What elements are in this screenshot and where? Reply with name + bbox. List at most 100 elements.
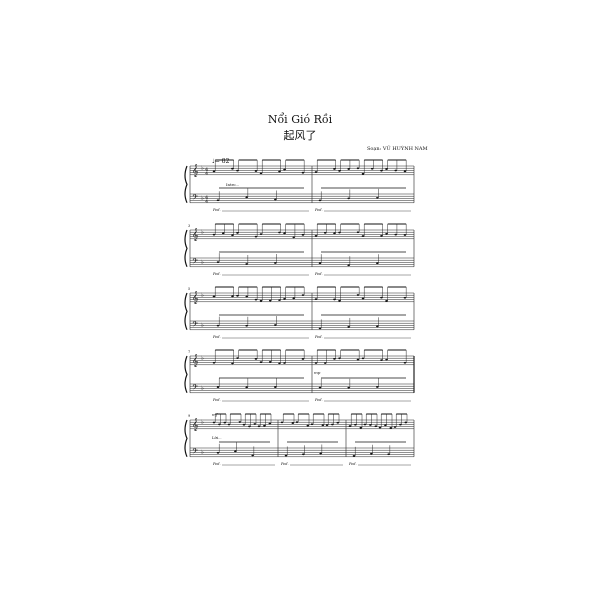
treble-note — [380, 234, 383, 237]
treble-note — [218, 423, 221, 426]
bass-note — [274, 198, 277, 201]
treble-clef-icon: 𝄞 — [192, 291, 199, 304]
treble-clef-icon: 𝄞 — [192, 164, 199, 177]
key-flat-icon: ♭ — [201, 165, 204, 172]
key-flat-icon: ♭ — [201, 292, 204, 299]
treble-note — [254, 235, 258, 238]
treble-note — [403, 361, 407, 364]
treble-note — [338, 170, 341, 172]
treble-note — [385, 233, 388, 235]
measure-number: 9 — [188, 414, 190, 418]
treble-note — [321, 424, 325, 427]
treble-note — [403, 234, 407, 236]
treble-note — [374, 425, 378, 428]
treble-note — [394, 169, 398, 172]
pedal-mark: Ped. — [314, 208, 323, 212]
pedal-mark: Ped. — [314, 335, 323, 339]
time-signature: 4 — [205, 199, 208, 205]
treble-note — [231, 167, 234, 170]
system-brace — [184, 229, 188, 268]
treble-note — [301, 171, 305, 174]
treble-note — [254, 358, 258, 360]
treble-note — [394, 233, 398, 236]
treble-note — [333, 357, 336, 360]
system-brace — [184, 165, 188, 204]
bass-note — [347, 264, 350, 267]
treble-note — [248, 425, 251, 428]
treble-note — [404, 421, 408, 424]
tempo-marking: ♩= 82 — [212, 158, 230, 165]
intro-mark: Intro... — [226, 182, 239, 187]
treble-note — [231, 295, 234, 298]
treble-note — [283, 297, 286, 300]
treble-note — [403, 296, 407, 299]
bass-note — [245, 386, 248, 389]
bass-note — [302, 453, 305, 456]
treble-note — [403, 170, 407, 173]
treble-note — [393, 426, 397, 428]
treble-note — [359, 426, 363, 429]
treble-note — [333, 298, 336, 301]
treble-note — [356, 231, 360, 234]
key-flat-icon: ♭ — [201, 195, 204, 202]
pedal-mark: Ped. — [212, 208, 221, 212]
treble-note — [306, 424, 310, 427]
bass-note — [352, 454, 356, 457]
bass-clef-icon: 𝄢 — [192, 320, 198, 331]
treble-note — [356, 294, 360, 296]
treble-note — [336, 421, 340, 424]
treble-note — [347, 168, 351, 170]
bass-note — [370, 452, 373, 455]
treble-note — [380, 296, 383, 299]
treble-note — [292, 297, 296, 300]
song-subtitle: 起风了 — [283, 129, 317, 142]
bass-note — [216, 451, 220, 454]
bass-note — [274, 386, 277, 389]
treble-note — [212, 170, 216, 173]
treble-note — [301, 294, 305, 297]
treble-note — [338, 357, 341, 360]
bass-note — [376, 386, 379, 388]
treble-note — [378, 426, 382, 429]
treble-note — [259, 299, 263, 302]
treble-note — [384, 424, 387, 427]
treble-note — [385, 168, 388, 171]
bass-note — [376, 196, 379, 199]
treble-note — [323, 231, 327, 234]
treble-clef-icon: 𝄞 — [192, 418, 199, 431]
treble-note — [325, 424, 329, 427]
bass-note — [216, 199, 220, 202]
bass-note — [245, 263, 248, 265]
verse-mark: Lời... — [212, 435, 222, 440]
treble-note — [361, 357, 365, 360]
system-brace — [184, 292, 188, 331]
treble-note — [236, 232, 239, 234]
treble-note — [369, 424, 372, 426]
treble-note — [333, 168, 336, 170]
pedal-mark: Ped. — [314, 272, 323, 276]
treble-note — [221, 232, 225, 235]
treble-note — [361, 172, 365, 175]
treble-note — [399, 423, 402, 426]
bass-clef-icon: 𝄢 — [192, 383, 198, 394]
treble-note — [295, 421, 299, 424]
bass-note — [318, 327, 322, 330]
song-title: Nổi Gió Rồi — [267, 113, 333, 126]
bass-clef-icon: 𝄢 — [192, 447, 198, 458]
treble-note — [253, 423, 257, 425]
bass-note — [376, 325, 379, 328]
bass-note — [318, 386, 322, 389]
arranger-credit: Soạn: VŨ HUỲNH NAM — [367, 146, 428, 152]
treble-note — [254, 170, 258, 172]
treble-note — [314, 171, 318, 173]
system-brace — [184, 419, 188, 458]
bass-note — [376, 262, 379, 265]
treble-note — [231, 234, 234, 237]
treble-note — [283, 232, 286, 235]
treble-note — [238, 421, 242, 423]
treble-note — [338, 231, 341, 234]
treble-note — [242, 423, 246, 426]
treble-note — [278, 299, 281, 302]
